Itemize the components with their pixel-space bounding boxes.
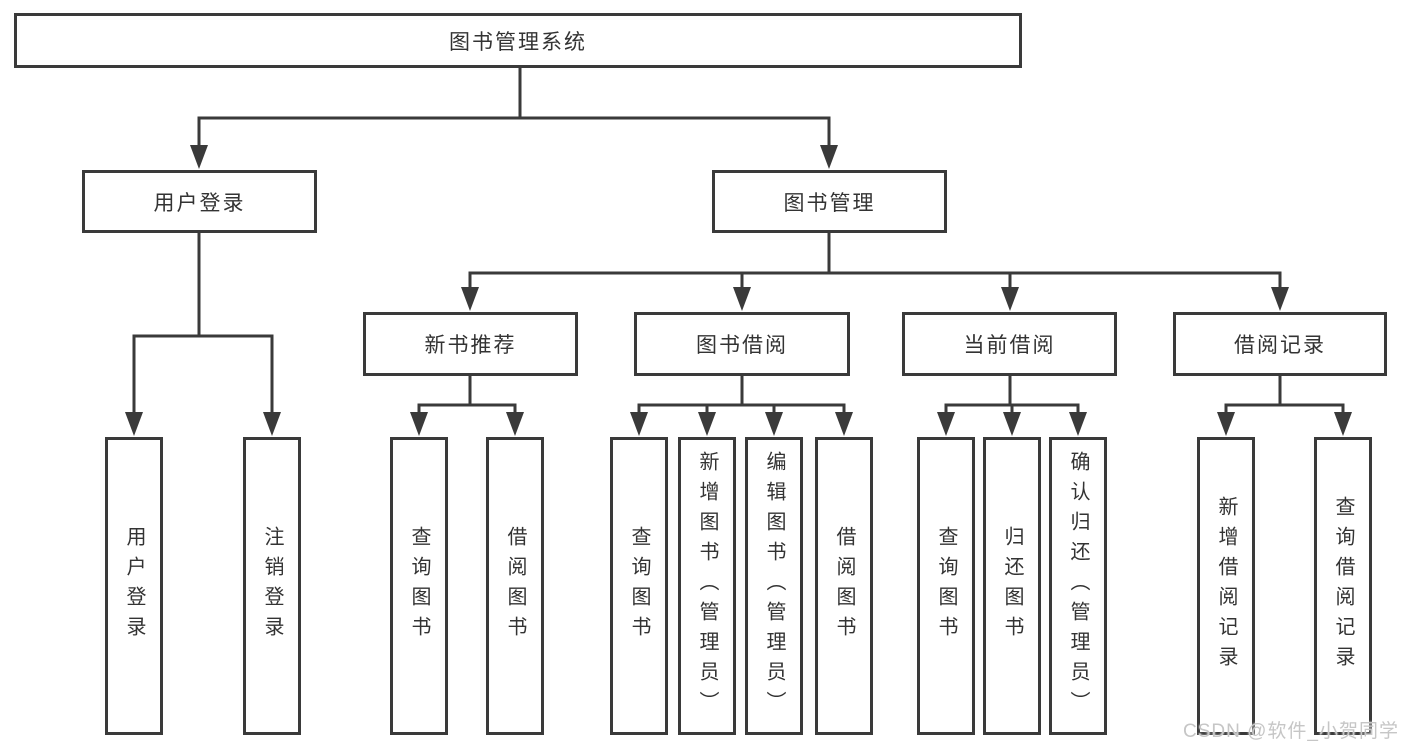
leaf-add-borrow-record-label: 新增借阅记录 xyxy=(1215,496,1237,676)
node-book-borrowing: 图书借阅 xyxy=(634,312,850,376)
connector-user-login-branch xyxy=(125,233,281,436)
node-borrowing-records: 借阅记录 xyxy=(1173,312,1387,376)
node-new-book-recommend: 新书推荐 xyxy=(363,312,578,376)
leaf-query-books-3-label: 查询图书 xyxy=(935,526,957,646)
leaf-logout: 注销登录 xyxy=(243,437,301,735)
node-user-login-branch: 用户登录 xyxy=(82,170,317,233)
node-borrowing-records-label: 借阅记录 xyxy=(1234,334,1326,357)
connector-book-mgmt-to-level3 xyxy=(461,233,1289,311)
leaf-query-borrow-record-label: 查询借阅记录 xyxy=(1332,496,1354,676)
leaf-edit-book-admin-label: 编辑图书（管理员） xyxy=(763,451,785,721)
node-current-borrowing: 当前借阅 xyxy=(902,312,1117,376)
leaf-return-book-label: 归还图书 xyxy=(1001,526,1023,646)
node-user-login-branch-label: 用户登录 xyxy=(153,191,246,215)
connector-new-book-rec-branch xyxy=(410,376,524,436)
node-book-management: 图书管理 xyxy=(712,170,947,233)
leaf-borrow-books-2: 借阅图书 xyxy=(815,437,873,735)
connector-root-to-level2 xyxy=(190,68,838,169)
connector-book-borrow-branch xyxy=(630,376,853,436)
leaf-query-books-3: 查询图书 xyxy=(917,437,975,735)
leaf-borrow-books-1: 借阅图书 xyxy=(486,437,544,735)
leaf-confirm-return-admin: 确认归还（管理员） xyxy=(1049,437,1107,735)
leaf-confirm-return-admin-label: 确认归还（管理员） xyxy=(1067,451,1089,721)
leaf-query-borrow-record: 查询借阅记录 xyxy=(1314,437,1372,735)
connector-borrow-record-branch xyxy=(1217,376,1352,436)
leaf-add-borrow-record: 新增借阅记录 xyxy=(1197,437,1255,735)
leaf-borrow-books-2-label: 借阅图书 xyxy=(833,526,855,646)
leaf-query-books-2-label: 查询图书 xyxy=(628,526,650,646)
node-current-borrowing-label: 当前借阅 xyxy=(963,334,1056,357)
connector-current-borrow-branch xyxy=(937,376,1087,436)
leaf-query-books-1-label: 查询图书 xyxy=(408,526,430,646)
leaf-borrow-books-1-label: 借阅图书 xyxy=(504,526,526,646)
leaf-edit-book-admin: 编辑图书（管理员） xyxy=(745,437,803,735)
leaf-add-book-admin: 新增图书（管理员） xyxy=(678,437,736,735)
leaf-query-books-2: 查询图书 xyxy=(610,437,668,735)
node-root-label: 图书管理系统 xyxy=(449,30,587,54)
leaf-user-login: 用户登录 xyxy=(105,437,163,735)
node-new-book-recommend-label: 新书推荐 xyxy=(424,334,517,357)
csdn-watermark: CSDN @软件_小贺同学 xyxy=(1183,721,1399,742)
leaf-logout-label: 注销登录 xyxy=(261,526,283,646)
node-book-management-label: 图书管理 xyxy=(783,191,876,215)
node-root: 图书管理系统 xyxy=(14,13,1022,68)
leaf-add-book-admin-label: 新增图书（管理员） xyxy=(696,451,718,721)
node-book-borrowing-label: 图书借阅 xyxy=(696,334,788,357)
leaf-user-login-label: 用户登录 xyxy=(123,526,145,646)
leaf-return-book: 归还图书 xyxy=(983,437,1041,735)
leaf-query-books-1: 查询图书 xyxy=(390,437,448,735)
